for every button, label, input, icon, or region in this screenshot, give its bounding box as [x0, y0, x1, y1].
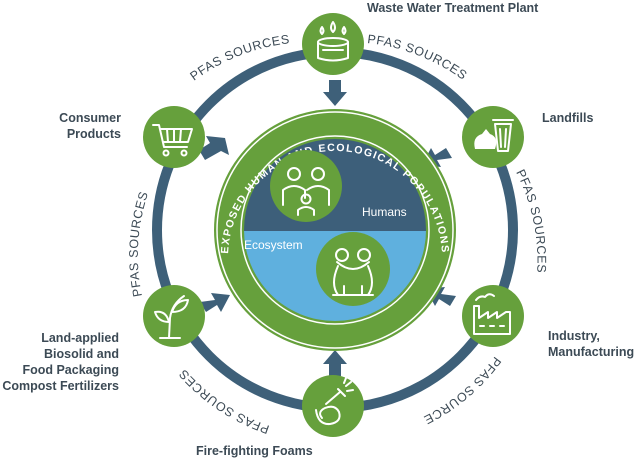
label-consumer-line1: Consumer [59, 111, 121, 125]
source-consumer [143, 106, 205, 168]
source-wastewater [302, 13, 364, 75]
label-firefighting: Fire-fighting Foams [196, 444, 313, 458]
hose-nozzle-icon [315, 377, 354, 426]
family-icon [270, 150, 342, 222]
source-landapplied [143, 285, 205, 347]
label-industry-line2: Manufacturing [548, 345, 634, 359]
ring-label-bottom-left: PFAS SOURCES [176, 366, 271, 436]
label-wastewater: Waste Water Treatment Plant [367, 1, 539, 15]
ecosystem-label: Ecosystem [244, 238, 303, 252]
shopping-cart-icon [152, 124, 193, 157]
source-industry [462, 285, 524, 347]
humans-label: Humans [362, 205, 407, 219]
label-landapplied-line1: Land-applied [41, 331, 119, 345]
arrow-landapplied [200, 293, 230, 312]
arrow-consumer [199, 136, 229, 160]
center-disc: EXPOSED HUMAN AND ECOLOGICAL POPULATIONS… [214, 109, 456, 351]
label-landapplied-line4: Compost Fertilizers [2, 379, 119, 393]
ring-label-left: PFAS SOURCES [127, 190, 151, 298]
trash-can-icon [474, 119, 514, 152]
ring-label-right: PFAS SOURCES [513, 167, 548, 273]
label-landapplied-line2: Biosolid and [44, 347, 119, 361]
label-landapplied-line3: Food Packaging [22, 363, 119, 377]
source-firefighting [302, 375, 364, 437]
label-landfills: Landfills [542, 111, 593, 125]
arrow-firefighting [323, 350, 347, 376]
source-landfills [462, 106, 524, 168]
frog-icon [316, 232, 390, 306]
water-tank-icon [317, 21, 349, 62]
seedling-icon [154, 295, 189, 339]
arrow-wastewater [323, 80, 347, 106]
label-industry-line1: Industry, [548, 329, 600, 343]
label-consumer-line2: Products [67, 127, 121, 141]
factory-icon [473, 293, 511, 335]
